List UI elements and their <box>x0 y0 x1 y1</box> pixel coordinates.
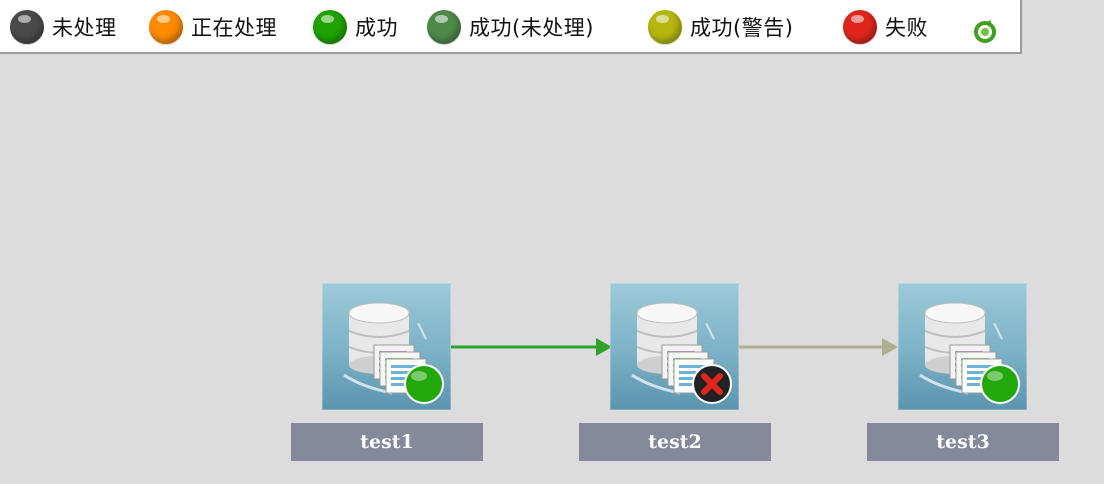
legend-label: 未处理 <box>52 16 117 40</box>
legend-item-failed: 失败 <box>843 9 928 45</box>
workflow-node-test3[interactable]: test3 <box>867 283 1059 461</box>
refresh-icon[interactable] <box>972 19 998 45</box>
status-dot-icon <box>313 10 347 44</box>
node-label: test2 <box>579 423 771 461</box>
legend-item-success-unprocessed: 成功(未处理) <box>427 9 594 45</box>
failure-badge-icon <box>692 364 732 404</box>
edge-test1-test2 <box>450 338 612 356</box>
workflow-node-test2[interactable]: test2 <box>579 283 771 461</box>
legend-item-success: 成功 <box>313 9 398 45</box>
success-badge-icon <box>980 364 1020 404</box>
node-label: test1 <box>291 423 483 461</box>
status-dot-icon <box>843 10 877 44</box>
legend-label: 正在处理 <box>191 16 277 40</box>
legend-item-success-warning: 成功(警告) <box>648 9 793 45</box>
edge-test2-test3 <box>738 338 898 356</box>
legend-label: 成功(未处理) <box>469 16 594 40</box>
database-icon[interactable] <box>322 283 451 410</box>
workflow-node-test1[interactable]: test1 <box>291 283 483 461</box>
legend-label: 成功(警告) <box>690 16 794 40</box>
status-legend: 未处理 正在处理 成功 成功(未处理) 成功(警告) 失败 <box>0 0 1022 54</box>
status-dot-icon <box>648 10 682 44</box>
database-icon[interactable] <box>898 283 1027 410</box>
status-dot-icon <box>10 10 44 44</box>
node-label: test3 <box>867 423 1059 461</box>
legend-item-pending: 未处理 <box>10 9 117 45</box>
legend-label: 失败 <box>885 16 928 40</box>
status-dot-icon <box>427 10 461 44</box>
status-dot-icon <box>149 10 183 44</box>
legend-item-processing: 正在处理 <box>149 9 277 45</box>
database-icon[interactable] <box>610 283 739 410</box>
legend-label: 成功 <box>355 16 398 40</box>
success-badge-icon <box>404 364 444 404</box>
